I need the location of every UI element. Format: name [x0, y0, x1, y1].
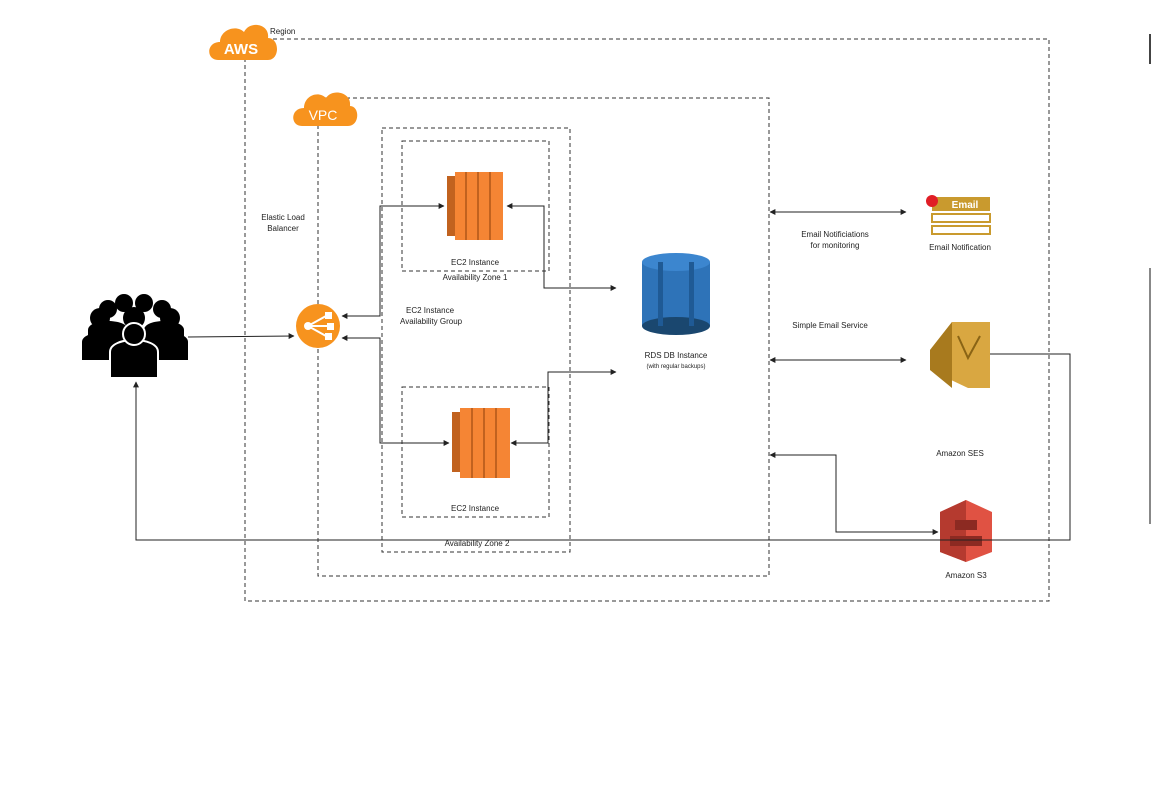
- availability-zone-2-label: Availability Zone 2: [444, 539, 510, 548]
- vpc-boundary: [317, 97, 770, 577]
- connectors: [133, 203, 1071, 541]
- vpc-badge-text: VPC: [309, 107, 338, 123]
- region-boundary: [244, 38, 1050, 602]
- rds-database-icon: [642, 253, 710, 335]
- rds-label: RDS DB Instance: [644, 351, 708, 360]
- aws-cloud-icon: AWS: [209, 24, 277, 61]
- edge-ses-to-users: [133, 353, 1071, 541]
- edge-vpc-s3: [769, 452, 939, 535]
- edge-mark-middle: [1149, 268, 1151, 524]
- edge-elb-ec2-zone2: [341, 335, 450, 446]
- edge-ec2-zone1-rds: [506, 203, 617, 291]
- email-edge-label-line1: Email Notificiations: [801, 230, 869, 239]
- edge-mark-top: [1149, 34, 1151, 64]
- email-notification-icon: Email: [926, 195, 991, 235]
- aws-badge-text: AWS: [224, 41, 258, 58]
- s3-bucket-icon: [940, 500, 992, 562]
- ses-edge-label: Simple Email Service: [792, 321, 868, 330]
- ses-icon: [930, 322, 990, 388]
- availability-zone-1-label: Availability Zone 1: [442, 273, 508, 282]
- email-edge-label-line2: for monitoring: [810, 241, 860, 250]
- s3-label: Amazon S3: [945, 571, 987, 580]
- elb-label-line2: Balancer: [267, 224, 299, 233]
- users-group-icon: [82, 294, 188, 379]
- edge-users-to-elb: [187, 333, 295, 340]
- edge-elb-ec2-zone1: [341, 203, 445, 319]
- asg-label-line2: Availability Group: [400, 317, 463, 326]
- region-label: Region: [270, 27, 296, 36]
- asg-label-line1: EC2 Instance: [406, 306, 455, 315]
- ec2-instance-zone1-icon: [447, 172, 503, 240]
- vpc-cloud-icon: VPC: [293, 92, 358, 126]
- email-notification-label: Email Notification: [929, 243, 991, 252]
- ses-label: Amazon SES: [936, 449, 984, 458]
- availability-zone-2-boundary: [401, 386, 550, 518]
- rds-sublabel: (with regular backups): [646, 364, 706, 370]
- ec2-zone2-label: EC2 Instance: [450, 504, 500, 513]
- elb-label-line1: Elastic Load: [261, 213, 305, 222]
- load-balancer-icon: [296, 304, 340, 348]
- email-badge-text: Email: [952, 200, 979, 211]
- ec2-zone1-label: EC2 Instance: [450, 258, 500, 267]
- ec2-instance-zone2-icon: [452, 408, 510, 478]
- edge-ec2-zone2-rds: [510, 369, 617, 446]
